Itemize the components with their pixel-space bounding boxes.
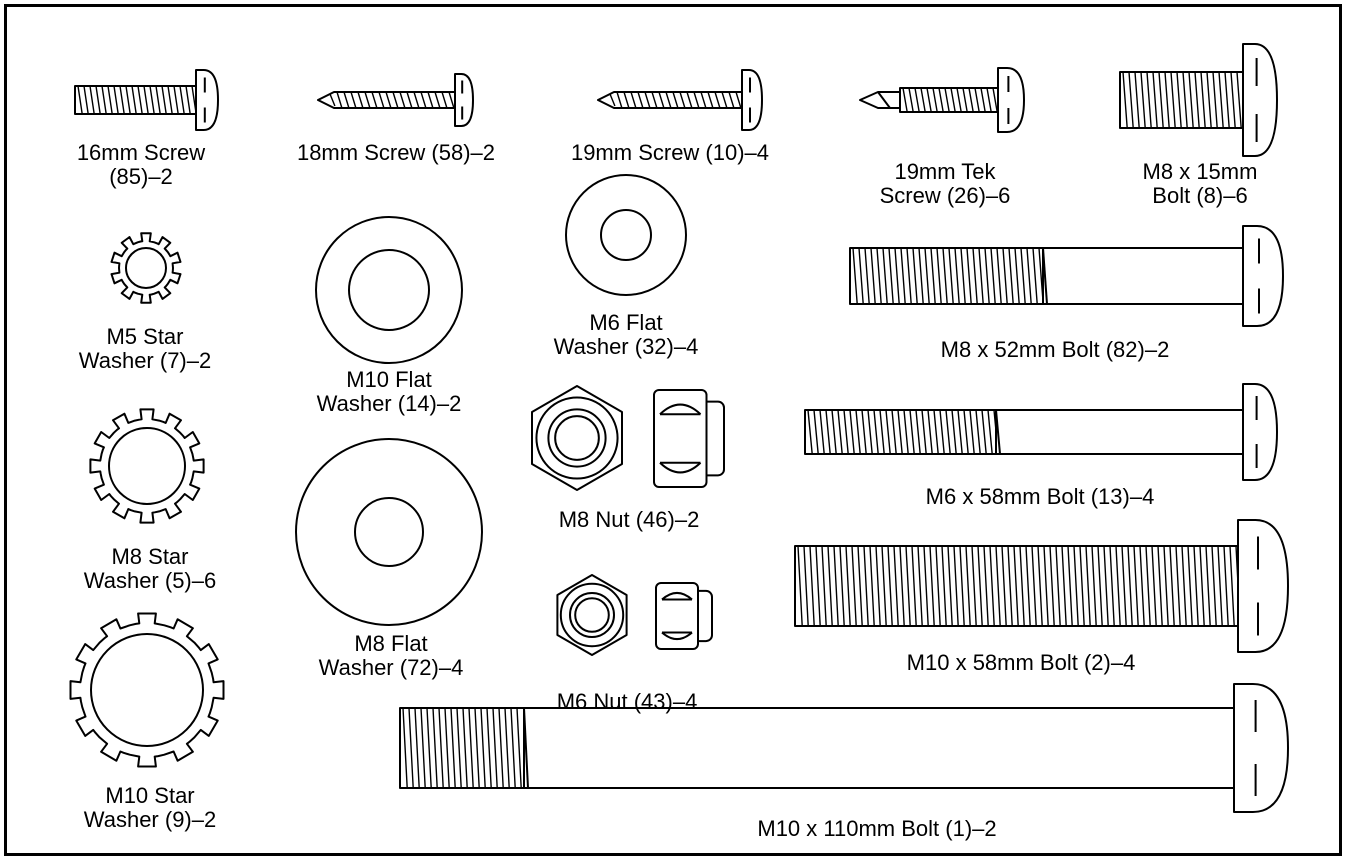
thread-lines xyxy=(609,91,742,109)
16mm-screw-drawing xyxy=(74,69,219,131)
washer-hole xyxy=(125,247,167,289)
m10-flat-washer-drawing xyxy=(315,216,463,364)
bolt-head xyxy=(741,69,763,131)
m8-nut-drawing xyxy=(531,385,725,491)
drill-flute xyxy=(877,91,891,109)
m10-star-washer-drawing xyxy=(69,612,225,768)
thread-lines xyxy=(402,707,522,789)
washer-hole xyxy=(600,209,652,261)
thread-lines xyxy=(797,545,1241,627)
thread-lines xyxy=(329,91,455,109)
nut-flats xyxy=(660,413,701,464)
washer-hole xyxy=(90,633,204,747)
m10x110-bolt-drawing xyxy=(399,683,1289,813)
m8-star-washer-drawing xyxy=(89,408,205,524)
label-m8x52-bolt: M8 x 52mm Bolt (82)–2 xyxy=(940,337,1170,362)
m6x58-bolt-drawing xyxy=(804,383,1278,481)
label-m10x58-bolt: M10 x 58mm Bolt (2)–4 xyxy=(906,650,1136,675)
chart-border xyxy=(4,4,1342,856)
thread-lines xyxy=(77,85,197,115)
label-m6-nut: M6 Nut (43)–4 xyxy=(556,689,698,714)
nut-curves xyxy=(661,591,693,641)
nut-hole xyxy=(554,415,600,461)
m8-flat-washer-drawing xyxy=(295,438,483,626)
m10x58-bolt-drawing xyxy=(794,519,1289,653)
label-19mm-screw: 19mm Screw (10)–4 xyxy=(570,140,770,165)
thread-lines xyxy=(1122,71,1242,129)
m8x15-bolt-drawing xyxy=(1119,43,1278,157)
shank xyxy=(523,707,1235,789)
thread-lines xyxy=(807,409,999,455)
bolt-head xyxy=(1242,43,1278,157)
bolt-head xyxy=(195,69,219,131)
bolt-head xyxy=(997,67,1025,133)
thread-lines xyxy=(902,87,998,113)
m6-nut-drawing xyxy=(556,574,713,656)
label-m6x58-bolt: M6 x 58mm Bolt (13)–4 xyxy=(925,484,1155,509)
bolt-head xyxy=(1242,225,1284,327)
label-m8-nut: M8 Nut (46)–2 xyxy=(558,507,700,532)
thread-runout xyxy=(995,409,1001,455)
19mm-tek-screw-drawing xyxy=(859,67,1025,133)
thread-runout xyxy=(1042,247,1048,305)
shank xyxy=(1042,247,1244,305)
bolt-head xyxy=(1242,383,1278,481)
label-m10x110-bolt: M10 x 110mm Bolt (1)–2 xyxy=(757,816,997,841)
thread-body xyxy=(399,707,525,789)
thread-runout xyxy=(523,707,529,789)
m6-flat-washer-drawing xyxy=(565,174,687,296)
bolt-head xyxy=(1237,519,1289,653)
thread-lines xyxy=(852,247,1044,305)
shank xyxy=(995,409,1244,455)
18mm-screw-drawing xyxy=(317,73,474,127)
bolt-head xyxy=(454,73,474,127)
nut-curves xyxy=(659,403,702,474)
washer-hole xyxy=(108,427,186,505)
m8x52-bolt-drawing xyxy=(849,225,1284,327)
washer-hole xyxy=(354,497,424,567)
washer-hole xyxy=(348,249,430,331)
m5-star-washer-drawing xyxy=(110,232,182,304)
label-16mm-screw: 16mm Screw(85)–2 xyxy=(76,140,206,189)
nut-hole xyxy=(574,597,610,633)
label-18mm-screw: 18mm Screw (58)–2 xyxy=(296,140,496,165)
bolt-head xyxy=(1233,683,1289,813)
19mm-screw-drawing xyxy=(597,69,763,131)
nut-flats xyxy=(662,598,692,634)
